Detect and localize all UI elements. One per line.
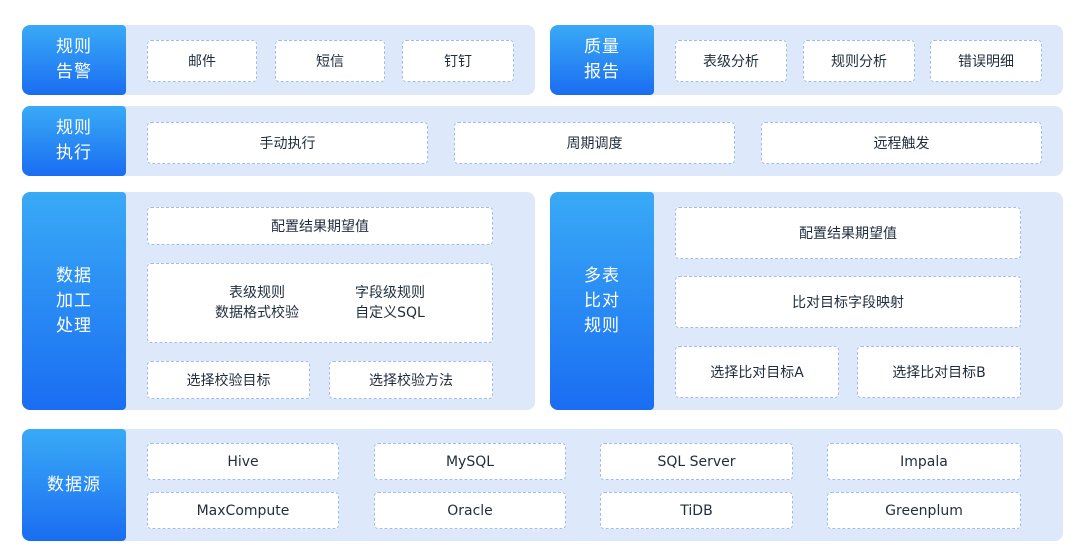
execution-panel: 规则 执行 手动执行 周期调度 远程触发 [22,106,1063,176]
datasource-panel: 数据源 Hive MySQL SQL Server Impala MaxComp… [22,429,1063,541]
processing-title-line-3: 处理 [56,315,92,336]
processing-title-line-1: 数据 [56,265,92,286]
datasource-greenplum: Greenplum [827,492,1021,529]
alert-sms: 短信 [275,40,385,82]
datasource-hive: Hive [147,443,339,480]
report-error-detail: 错误明细 [930,40,1042,82]
multi-table-target-a: 选择比对目标A [675,346,839,398]
execution-title-line-1: 规则 [56,118,92,138]
processing-rules-box: 表级规则 数据格式校验 字段级规则 自定义SQL [147,263,493,343]
processing-expected-value: 配置结果期望值 [147,207,493,245]
rule-format-check: 数据格式校验 [215,305,299,321]
alert-email: 邮件 [147,40,257,82]
report-table-analysis: 表级分析 [675,40,787,82]
processing-rules-left: 表级规则 数据格式校验 [215,283,299,323]
report-title-line-1: 质量 [584,37,620,57]
multi-table-title-line-1: 多表 [584,265,620,286]
execution-scheduled: 周期调度 [454,122,735,164]
processing-rules-right: 字段级规则 自定义SQL [355,283,425,323]
multi-table-title-line-2: 比对 [584,290,620,311]
multi-table-panel: 多表 比对 规则 配置结果期望值 比对目标字段映射 选择比对目标A 选择比对目标… [550,192,1063,410]
alert-title-line-1: 规则 [56,37,92,57]
datasource-impala: Impala [827,443,1021,480]
execution-remote: 远程触发 [761,122,1042,164]
execution-header: 规则 执行 [22,106,126,176]
multi-table-title-line-3: 规则 [584,315,620,336]
processing-panel: 数据 加工 处理 配置结果期望值 表级规则 数据格式校验 字段级规则 自定义SQ… [22,192,535,410]
datasource-tidb: TiDB [600,492,793,529]
datasource-header: 数据源 [22,429,126,541]
execution-title-line-2: 执行 [56,143,92,163]
rule-custom-sql: 自定义SQL [355,305,425,321]
alert-dingtalk: 钉钉 [402,40,514,82]
processing-select-method: 选择校验方法 [329,361,493,399]
datasource-mysql: MySQL [374,443,566,480]
report-header: 质量 报告 [550,25,654,95]
alert-panel: 规则 告警 邮件 短信 钉钉 [22,25,535,95]
rule-field-level: 字段级规则 [355,285,425,301]
datasource-title: 数据源 [47,474,101,495]
report-panel: 质量 报告 表级分析 规则分析 错误明细 [550,25,1063,95]
datasource-maxcompute: MaxCompute [147,492,339,529]
datasource-oracle: Oracle [374,492,566,529]
processing-select-target: 选择校验目标 [147,361,310,399]
multi-table-field-mapping: 比对目标字段映射 [675,276,1021,328]
processing-header: 数据 加工 处理 [22,192,126,410]
multi-table-header: 多表 比对 规则 [550,192,654,410]
alert-header: 规则 告警 [22,25,126,95]
report-title-line-2: 报告 [584,62,620,82]
execution-manual: 手动执行 [147,122,428,164]
rule-table-level: 表级规则 [229,285,285,301]
multi-table-target-b: 选择比对目标B [857,346,1021,398]
report-rule-analysis: 规则分析 [803,40,915,82]
alert-title-line-2: 告警 [56,62,92,82]
multi-table-expected-value: 配置结果期望值 [675,207,1021,259]
processing-title-line-2: 加工 [56,290,92,311]
datasource-sqlserver: SQL Server [600,443,793,480]
